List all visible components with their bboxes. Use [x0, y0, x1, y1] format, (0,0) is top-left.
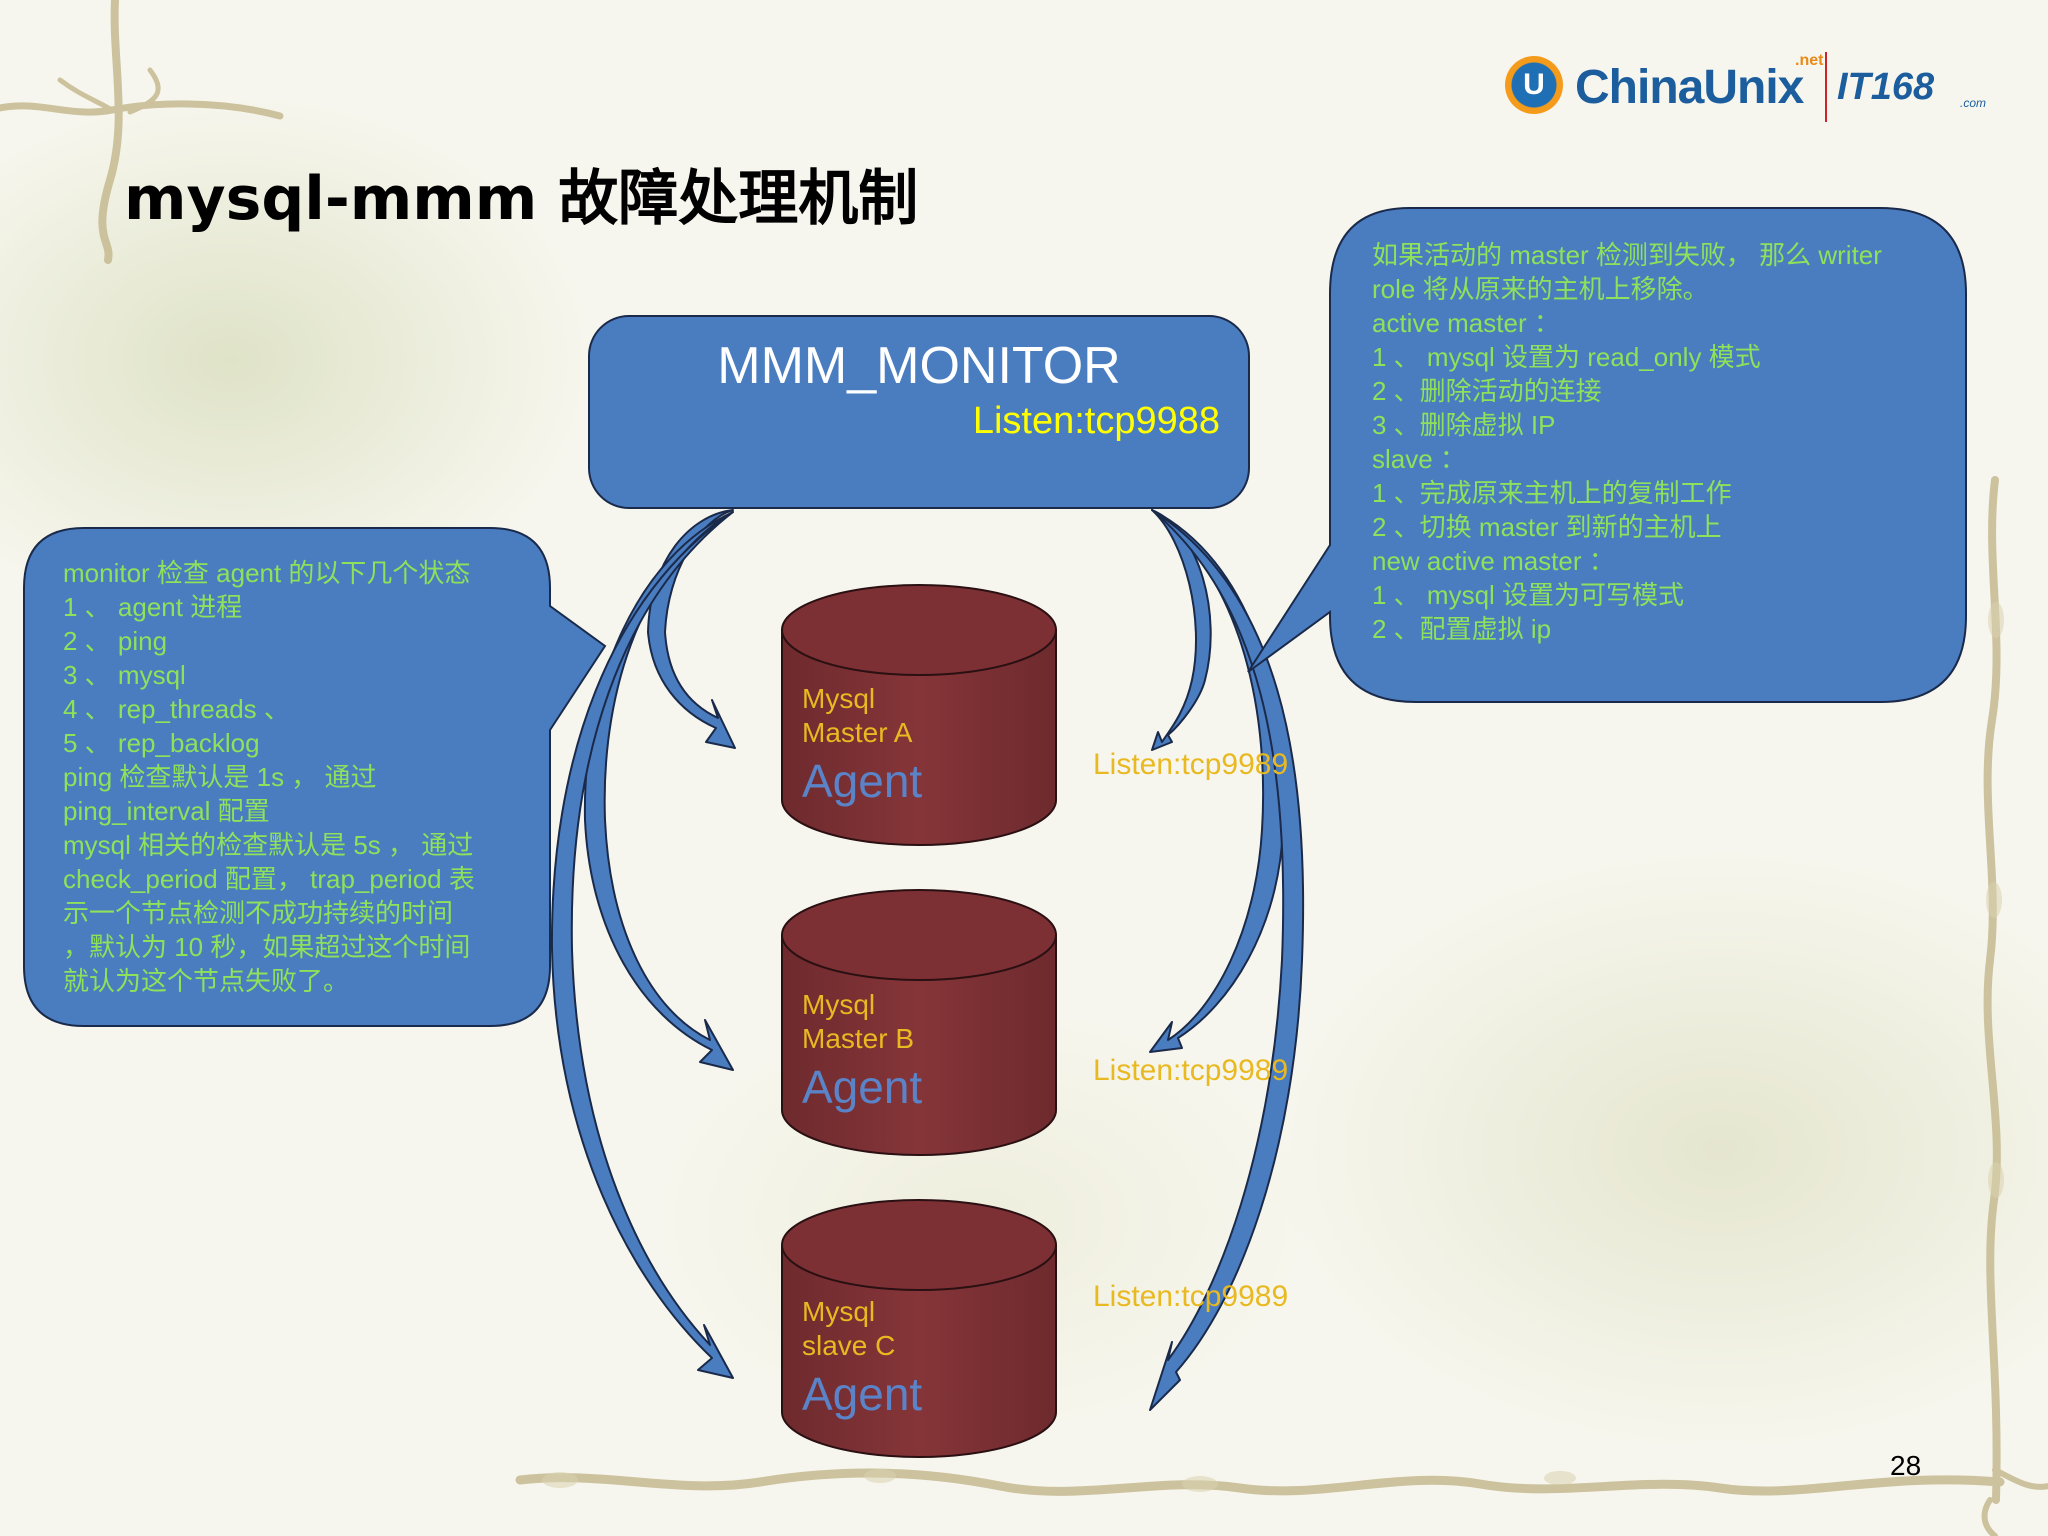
left-note-line: 示一个节点检测不成功持续的时间: [63, 898, 454, 928]
chinaunix-logo-icon: U: [1505, 56, 1563, 114]
db-type: Mysql: [802, 989, 876, 1020]
db-slave-c-listen-port: Listen:tcp9989: [1093, 1280, 1289, 1313]
db-master-a-listen-port: Listen:tcp9989: [1093, 748, 1289, 781]
right-arrows: [1149, 509, 1305, 1411]
left-callout-bubble: [23, 527, 607, 1027]
slide-title: mysql-mmm 故障处理机制: [124, 164, 919, 234]
db-slave-c-label: Mysql slave C: [802, 1295, 895, 1363]
logo-partner-suffix: .com: [1960, 96, 1987, 110]
left-note-line: mysql 相关的检查默认是 5s ， 通过: [63, 830, 474, 860]
db-cylinder-master-b: [781, 889, 1057, 1156]
right-callout-bubble: [1247, 207, 1967, 703]
left-note-line: 4 、 rep_threads 、: [63, 694, 290, 724]
right-note-line: new active master ：: [1372, 546, 1615, 576]
db-type: Mysql: [802, 1296, 876, 1327]
right-note-line: 2 、切换 master 到新的主机上: [1372, 512, 1722, 542]
db-cylinder-master-a: [781, 584, 1057, 846]
db-role: Master A: [802, 717, 913, 748]
db-cylinder-slave-c: [781, 1199, 1057, 1458]
left-note-line: monitor 检查 agent 的以下几个状态: [63, 558, 471, 588]
left-note-line: 就认为这个节点失败了。: [63, 966, 350, 996]
db-master-a-agent: Agent: [802, 755, 923, 807]
left-note-line: ping 检查默认是 1s ， 通过: [63, 762, 377, 792]
monitor-title: MMM_MONITOR: [717, 337, 1121, 395]
right-note-line: 1 、 mysql 设置为 read_only 模式: [1372, 342, 1761, 372]
page-number: 28: [1890, 1450, 1922, 1481]
chinaunix-it168-logo: U ChinaUnix .net IT168 .com: [1505, 52, 2005, 132]
logo-mark: U: [1523, 68, 1545, 101]
right-note-line: active master ：: [1372, 308, 1560, 338]
arrow-monitor-to-master-a-right: [1151, 509, 1212, 751]
monitor-listen-port: Listen:tcp9988: [972, 400, 1220, 442]
right-note-line: 如果活动的 master 检测到失败， 那么 writer: [1372, 240, 1882, 270]
left-note-line: 1 、 agent 进程: [63, 592, 243, 622]
arrow-monitor-to-slave-c-left: [550, 511, 734, 1379]
logo-divider: [1825, 52, 1827, 122]
db-type: Mysql: [802, 683, 876, 714]
db-role: slave C: [802, 1330, 896, 1361]
monitor-box: [588, 315, 1250, 509]
right-callout-text: 如果活动的 master 检测到失败， 那么 writer role 将从原来的…: [1372, 238, 1952, 646]
left-note-line: ，默认为 10 秒，如果超过这个时间: [63, 932, 471, 962]
db-master-b-listen-port: Listen:tcp9989: [1093, 1054, 1289, 1087]
db-master-b-agent: Agent: [802, 1061, 923, 1113]
db-role: Master B: [802, 1023, 915, 1054]
left-callout-text: monitor 检查 agent 的以下几个状态 1 、 agent 进程 2 …: [63, 556, 543, 998]
db-master-a-label: Mysql Master A: [802, 682, 912, 750]
left-note-line: 3 、 mysql: [63, 660, 186, 690]
logo-partner: IT168: [1837, 66, 1935, 108]
logo-brand: ChinaUnix: [1575, 61, 1804, 114]
right-note-line: 1 、 mysql 设置为可写模式: [1372, 580, 1685, 610]
left-note-line: 2 、 ping: [63, 626, 168, 656]
right-note-line: 3 、删除虚拟 IP: [1372, 410, 1556, 440]
right-note-line: 2 、删除活动的连接: [1372, 376, 1602, 406]
left-note-line: ping_interval 配置: [63, 796, 270, 826]
db-slave-c-agent: Agent: [802, 1368, 923, 1420]
right-note-line: 2 、配置虚拟 ip: [1372, 614, 1552, 644]
right-note-line: 1 、完成原来主机上的复制工作: [1372, 478, 1732, 508]
right-note-line: role 将从原来的主机上移除。: [1372, 274, 1709, 304]
left-arrows: [550, 509, 736, 1379]
logo-brand-suffix: .net: [1795, 52, 1824, 69]
left-note-line: 5 、 rep_backlog: [63, 728, 260, 758]
arrow-monitor-to-slave-c-right: [1149, 509, 1305, 1411]
left-note-line: check_period 配置， trap_period 表: [63, 864, 475, 894]
right-note-line: slave ：: [1372, 444, 1466, 474]
db-master-b-label: Mysql Master B: [802, 988, 914, 1056]
